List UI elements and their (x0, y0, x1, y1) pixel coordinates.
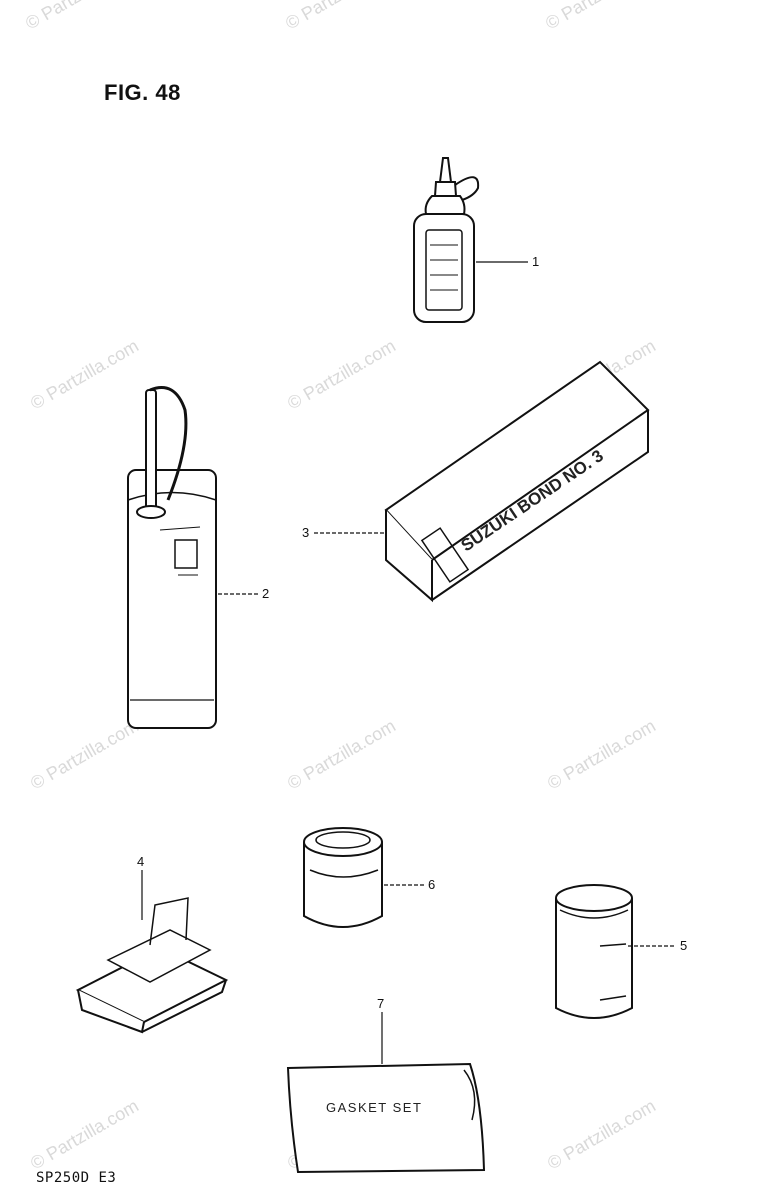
callout-6: 6 (428, 877, 435, 892)
part-oil-can[interactable] (127, 386, 258, 729)
callout-4: 4 (137, 854, 144, 869)
callout-7: 7 (377, 996, 384, 1011)
watermark: © Partzilla.com (22, 0, 137, 33)
part-tall-tin[interactable] (555, 884, 676, 1019)
callout-5: 5 (680, 938, 687, 953)
part-gasket-set[interactable] (286, 1012, 486, 1174)
watermark: © Partzilla.com (27, 335, 142, 413)
watermark: © Partzilla.com (27, 1095, 142, 1173)
figure-title: FIG. 48 (104, 80, 181, 105)
watermark: © Partzilla.com (27, 715, 142, 793)
callout-1: 1 (532, 254, 539, 269)
part-bond-package[interactable] (314, 360, 650, 603)
watermark: © Partzilla.com (542, 0, 657, 33)
part-small-case[interactable] (75, 870, 229, 1034)
footer-code: SP250D E3 (36, 1170, 117, 1186)
gasket-set-label: GASKET SET (326, 1100, 422, 1115)
callout-3: 3 (302, 525, 309, 540)
watermark: © Partzilla.com (544, 715, 659, 793)
watermark: © Partzilla.com (544, 1095, 659, 1173)
part-small-tin[interactable] (303, 827, 424, 928)
watermark: © Partzilla.com (284, 715, 399, 793)
watermark: © Partzilla.com (282, 0, 397, 33)
callout-2: 2 (262, 586, 269, 601)
part-oil-bottle[interactable] (413, 157, 528, 323)
watermark: © Partzilla.com (284, 335, 399, 413)
